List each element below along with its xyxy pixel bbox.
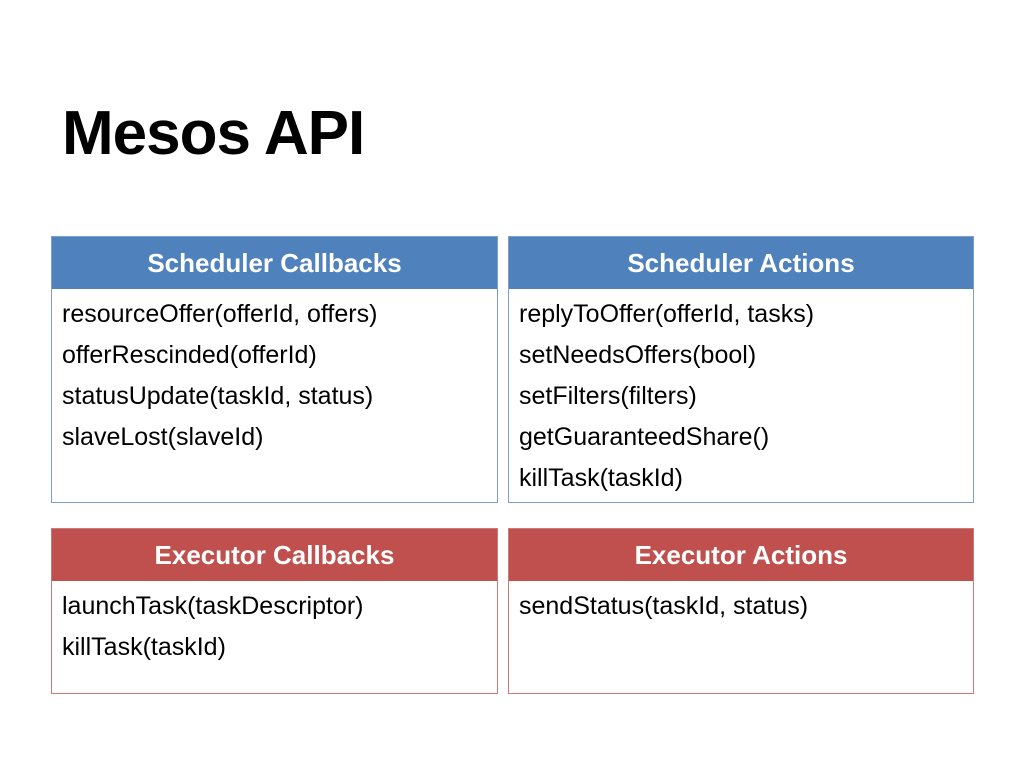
list-item: getGuaranteedShare() [519,423,770,451]
list-item: killTask(taskId) [519,464,683,492]
executor-callbacks-table: Executor Callbacks launchTask(taskDescri… [51,528,498,694]
executor-actions-header: Executor Actions [509,529,973,581]
list-item: replyToOffer(offerId, tasks) [519,300,815,328]
scheduler-actions-table: Scheduler Actions replyToOffer(offerId, … [508,236,974,503]
list-item: statusUpdate(taskId, status) [62,382,374,410]
list-item: slaveLost(slaveId) [62,423,264,451]
list-item: killTask(taskId) [62,633,226,661]
list-item: setNeedsOffers(bool) [519,341,757,369]
executor-actions-table: Executor Actions sendStatus(taskId, stat… [508,528,974,694]
executor-callbacks-list: launchTask(taskDescriptor) killTask(task… [52,581,497,668]
scheduler-callbacks-header: Scheduler Callbacks [52,237,497,289]
executor-callbacks-header: Executor Callbacks [52,529,497,581]
slide-title: Mesos API [62,99,365,168]
list-item: offerRescinded(offerId) [62,341,317,369]
executor-actions-list: sendStatus(taskId, status) [509,581,973,627]
scheduler-actions-list: replyToOffer(offerId, tasks) setNeedsOff… [509,289,973,499]
scheduler-actions-header: Scheduler Actions [509,237,973,289]
list-item: sendStatus(taskId, status) [519,592,809,620]
list-item: launchTask(taskDescriptor) [62,592,364,620]
scheduler-callbacks-table: Scheduler Callbacks resourceOffer(offerI… [51,236,498,503]
list-item: resourceOffer(offerId, offers) [62,300,378,328]
list-item: setFilters(filters) [519,382,697,410]
scheduler-callbacks-list: resourceOffer(offerId, offers) offerResc… [52,289,497,458]
